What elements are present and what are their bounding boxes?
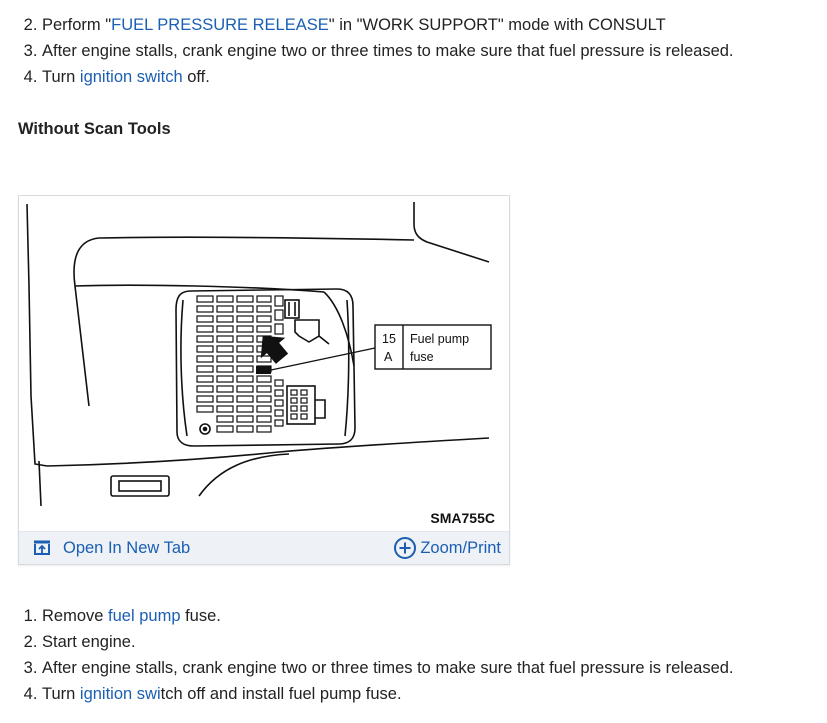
- fuse-column: [236, 295, 254, 433]
- step-text: After engine stalls, crank engine two or…: [42, 42, 734, 60]
- step-link-fuel-pressure-release[interactable]: FUEL PRESSURE RELEASE: [111, 16, 329, 34]
- step-item: 3After engine stalls, crank engine two o…: [0, 655, 734, 681]
- step-link-fuel-pump[interactable]: fuel pump: [108, 607, 181, 625]
- fuse-rating-unit: A: [384, 350, 393, 364]
- step-item: 3After engine stalls, crank engine two o…: [0, 38, 734, 64]
- open-new-tab-icon: [33, 540, 51, 556]
- fuse-column: [274, 295, 284, 427]
- step-text: " in "WORK SUPPORT" mode with CONSULT: [328, 16, 666, 34]
- plus-circle-icon: [393, 536, 417, 560]
- fuse-column: [256, 295, 272, 433]
- fuse-rating-amps: 15: [382, 332, 396, 346]
- step-item: 4Turn ignition switch off and install fu…: [0, 681, 734, 707]
- step-number: 2: [0, 629, 42, 655]
- step-item: 1Remove fuel pump fuse.: [0, 603, 734, 629]
- zoom-print-button[interactable]: Zoom/Print: [393, 536, 501, 560]
- step-text: fuse.: [180, 607, 221, 625]
- step-text: off.: [182, 68, 210, 86]
- step-text: Start engine.: [42, 633, 136, 651]
- step-text: tch off and install fuel pump fuse.: [160, 685, 402, 703]
- fuel-pump-fuse-mark: [256, 366, 271, 374]
- step-link-ignition-switch[interactable]: ignition swi: [79, 685, 161, 703]
- fuse-column: [196, 295, 214, 413]
- callout-leader: [270, 347, 376, 371]
- fuse-callout: [374, 324, 492, 370]
- step-text: Turn: [42, 685, 80, 703]
- step-number: 3: [0, 655, 42, 681]
- pointer-arrow-icon: [260, 335, 289, 364]
- figure-card: 15 A Fuel pump fuse SMA755C Open In New …: [18, 195, 510, 565]
- section-heading: Without Scan Tools: [18, 120, 171, 138]
- callout-label-line2: fuse: [410, 350, 434, 364]
- zoom-print-label: Zoom/Print: [420, 538, 501, 557]
- step-item: 4Turn ignition switch off.: [0, 64, 734, 90]
- step-text: Perform ": [42, 16, 112, 34]
- step-item: 2Perform "FUEL PRESSURE RELEASE" in "WOR…: [0, 12, 734, 38]
- step-item: 2Start engine.: [0, 629, 734, 655]
- fuse-column: [216, 295, 234, 433]
- step-number: 3: [0, 38, 42, 64]
- open-in-new-tab-button[interactable]: Open In New Tab: [33, 536, 190, 560]
- steps-list-bottom: 1Remove fuel pump fuse. 2Start engine. 3…: [0, 603, 734, 707]
- step-text: Remove: [42, 607, 109, 625]
- step-link-ignition-switch[interactable]: ignition switch: [79, 68, 183, 86]
- step-text: Turn: [42, 68, 80, 86]
- connector-pins: [290, 389, 308, 420]
- figure-toolbar: Open In New Tab Zoom/Print: [19, 531, 509, 564]
- step-number: 4: [0, 64, 42, 90]
- step-number: 1: [0, 603, 42, 629]
- fuse-box-diagram: 15 A Fuel pump fuse: [26, 202, 492, 507]
- steps-list-top: 2Perform "FUEL PRESSURE RELEASE" in "WOR…: [0, 12, 734, 90]
- open-in-new-tab-label: Open In New Tab: [63, 538, 191, 557]
- callout-label-line1: Fuel pump: [410, 332, 469, 346]
- step-number: 4: [0, 681, 42, 707]
- figure-code: SMA755C: [430, 510, 495, 526]
- step-text: After engine stalls, crank engine two or…: [42, 659, 734, 677]
- step-number: 2: [0, 12, 42, 38]
